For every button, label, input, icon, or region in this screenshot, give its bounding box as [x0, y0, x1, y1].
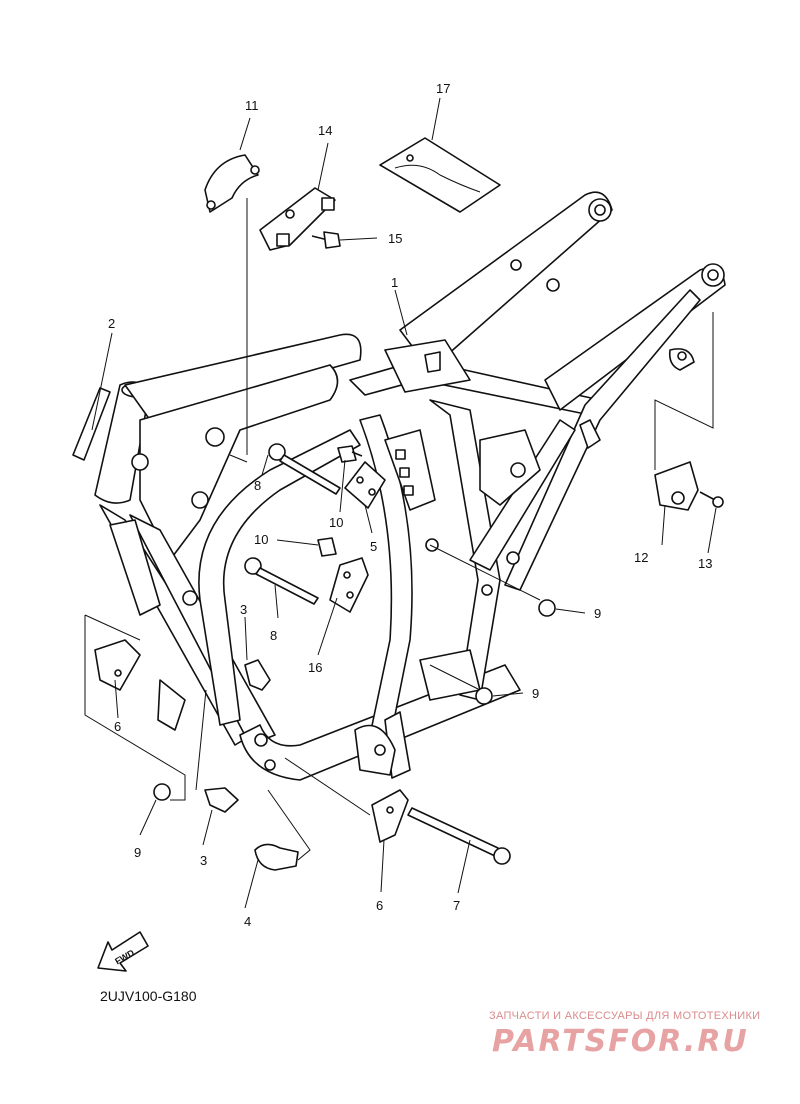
callout-10-lower: 10 [254, 532, 268, 547]
part-3-clamp-upper [244, 659, 271, 691]
part-16-plate [329, 557, 369, 613]
part-10-bolt-upper [337, 445, 363, 463]
callout-15: 15 [388, 231, 402, 246]
part-7-bolt [407, 807, 511, 865]
part-17-pad [379, 137, 501, 213]
part-2-decal [72, 387, 111, 461]
callout-12: 12 [634, 550, 648, 565]
assembly-lines [84, 198, 714, 861]
callout-3-upper: 3 [240, 602, 247, 617]
part-8-bolt-lower [244, 557, 319, 605]
callout-3-lower: 3 [200, 853, 207, 868]
callout-8-lower: 8 [270, 628, 277, 643]
watermark-subtitle: ЗАПЧАСТИ И АКСЕССУАРЫ ДЛЯ МОТОТЕХНИКИ [489, 1010, 761, 1022]
part-4-clamp [254, 843, 299, 871]
part-9-nut-middle [475, 687, 493, 705]
fwd-arrow-icon: FWD [97, 931, 149, 972]
leader-lines [91, 97, 717, 909]
callout-11: 11 [245, 98, 259, 113]
part-3-clamp-lower [204, 787, 239, 813]
part-14-bracket [259, 187, 336, 251]
callout-17: 17 [436, 81, 450, 96]
part-6-bracket-left [94, 639, 141, 691]
callout-labels: 1 2 3 3 4 5 6 6 7 8 8 9 9 9 10 10 11 12 … [108, 81, 712, 929]
callout-4: 4 [244, 914, 251, 929]
part-11-bracket [204, 154, 260, 213]
part-8-bolt-upper [268, 443, 341, 495]
part-6-bracket-right [371, 789, 409, 843]
callout-5: 5 [370, 539, 377, 554]
watermark-logo: PARTSFOR.RU [492, 1024, 749, 1059]
callout-6-right: 6 [376, 898, 383, 913]
callout-2: 2 [108, 316, 115, 331]
part-5-plate [344, 461, 386, 509]
part-9-nut-right [538, 599, 556, 617]
part-9-nut-left [153, 783, 171, 801]
callout-10-upper: 10 [329, 515, 343, 530]
callout-9-left: 9 [134, 845, 141, 860]
callout-8-upper: 8 [254, 478, 261, 493]
part-15-bolt [311, 231, 341, 249]
callout-9-right: 9 [594, 606, 601, 621]
callout-13: 13 [698, 556, 712, 571]
part-12-damper [654, 461, 699, 511]
callout-6-left: 6 [114, 719, 121, 734]
callout-14: 14 [318, 123, 332, 138]
callout-7: 7 [453, 898, 460, 913]
callout-16: 16 [308, 660, 322, 675]
diagram-code: 2UJV100-G180 [100, 988, 197, 1004]
part-13-screw [699, 491, 724, 508]
callout-9-middle: 9 [532, 686, 539, 701]
part-10-bolt-lower [317, 537, 337, 557]
main-frame [94, 191, 726, 781]
callout-1: 1 [391, 275, 398, 290]
